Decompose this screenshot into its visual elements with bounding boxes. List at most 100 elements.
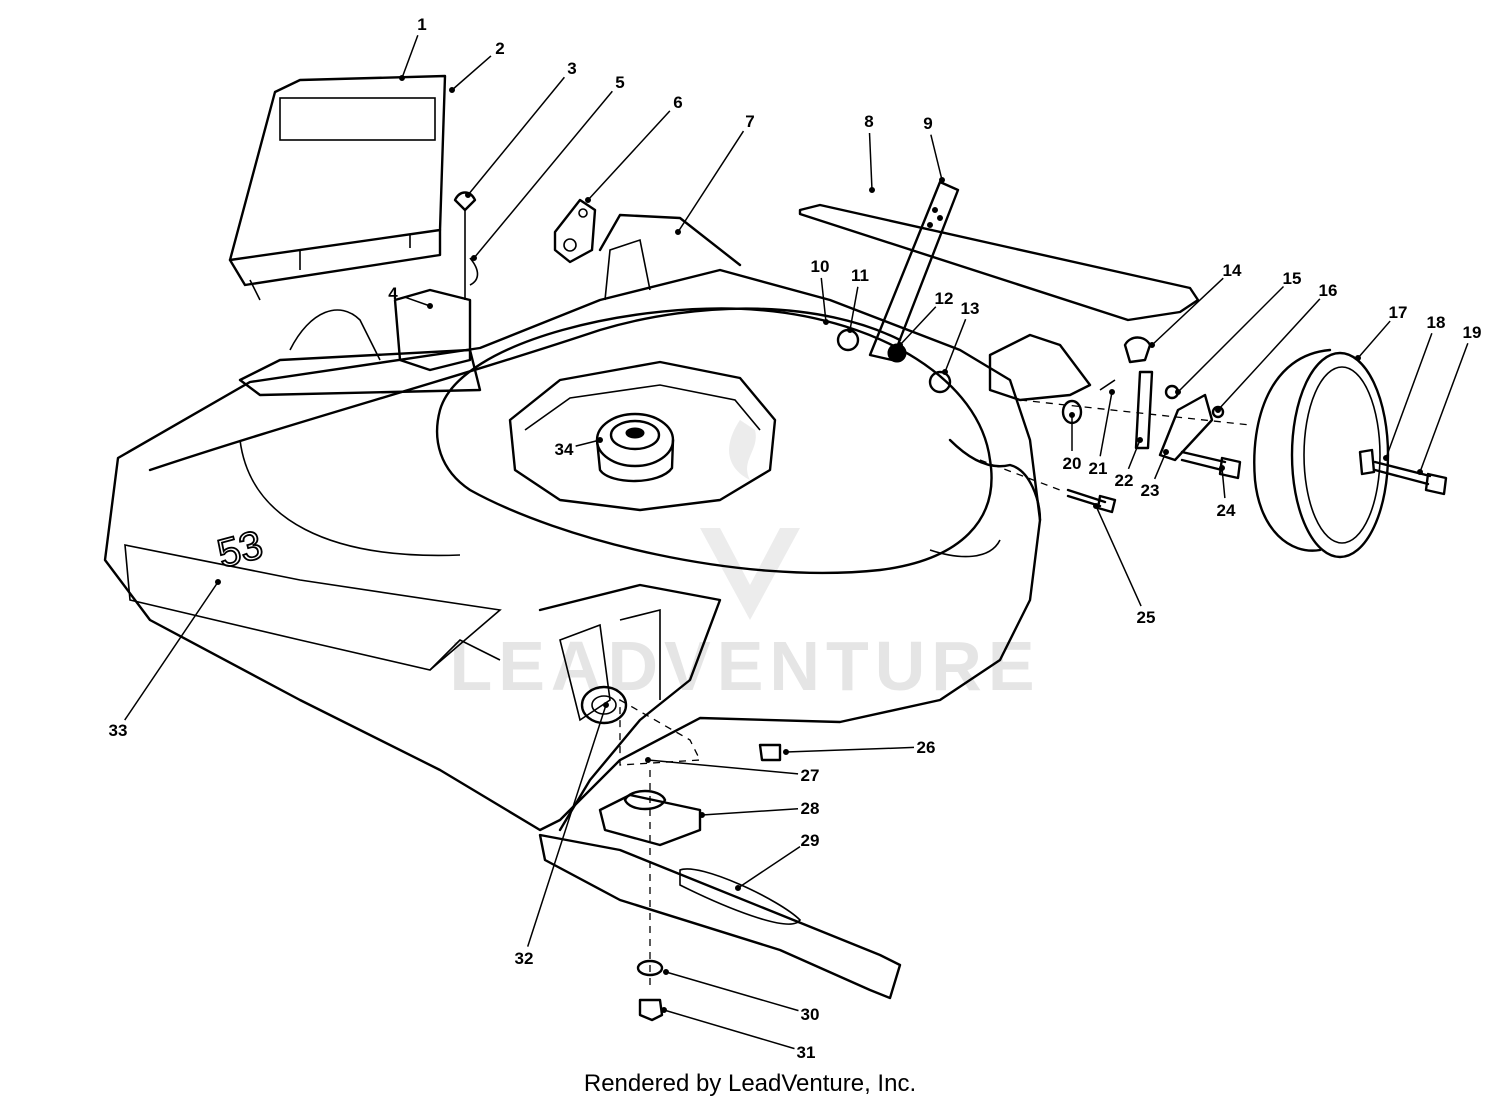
leader-dot bbox=[897, 342, 903, 348]
callout-number: 14 bbox=[1223, 261, 1242, 280]
leader-line bbox=[930, 134, 943, 181]
callout-number: 5 bbox=[615, 73, 624, 92]
leader-line bbox=[849, 286, 859, 331]
callout-number: 13 bbox=[961, 299, 980, 318]
leader-line bbox=[663, 1009, 795, 1050]
callout-number: 16 bbox=[1319, 281, 1338, 300]
leader-dot bbox=[735, 885, 741, 891]
callout-25: 25 bbox=[1093, 503, 1155, 627]
watermark-logo-mark bbox=[700, 420, 800, 620]
leader-line bbox=[785, 746, 915, 753]
callout-number: 3 bbox=[567, 59, 576, 78]
callout-number: 17 bbox=[1389, 303, 1408, 322]
callout-2: 2 bbox=[449, 39, 505, 93]
callout-9: 9 bbox=[923, 114, 945, 183]
callout-number: 23 bbox=[1141, 481, 1160, 500]
leader-dot bbox=[675, 229, 681, 235]
callout-27: 27 bbox=[645, 757, 820, 785]
leader-line bbox=[820, 277, 827, 323]
callout-number: 6 bbox=[673, 93, 682, 112]
callout-number: 20 bbox=[1063, 454, 1082, 473]
callout-number: 27 bbox=[801, 766, 820, 785]
leader-line bbox=[1419, 342, 1469, 473]
leader-line bbox=[467, 76, 565, 196]
mower-deck-housing: 53 bbox=[103, 213, 1042, 832]
callout-34: 34 bbox=[555, 437, 603, 459]
callout-14: 14 bbox=[1149, 261, 1242, 348]
leader-dot bbox=[1069, 412, 1075, 418]
callout-number: 15 bbox=[1283, 269, 1302, 288]
callout-28: 28 bbox=[699, 799, 820, 818]
leader-line bbox=[944, 318, 967, 373]
callout-11: 11 bbox=[847, 266, 869, 333]
leader-dot bbox=[1417, 469, 1423, 475]
callout-number: 7 bbox=[745, 112, 754, 131]
leader-dot bbox=[645, 757, 651, 763]
leader-dot bbox=[1215, 407, 1221, 413]
leader-line bbox=[1177, 285, 1285, 393]
leader-line bbox=[868, 132, 873, 191]
leader-line bbox=[1095, 505, 1142, 607]
leader-dot bbox=[823, 319, 829, 325]
callout-number: 11 bbox=[851, 266, 869, 285]
callout-33: 33 bbox=[109, 579, 221, 740]
watermark: LEADVENTURE bbox=[449, 420, 1035, 705]
callout-6: 6 bbox=[585, 93, 683, 203]
leader-dot bbox=[847, 327, 853, 333]
callout-15: 15 bbox=[1175, 269, 1302, 395]
leader-dot bbox=[1383, 455, 1389, 461]
callout-5: 5 bbox=[471, 73, 625, 261]
callout-16: 16 bbox=[1215, 281, 1338, 413]
callout-number: 8 bbox=[864, 112, 873, 131]
leader-line bbox=[587, 110, 671, 201]
callout-number: 26 bbox=[917, 738, 936, 757]
leader-line bbox=[401, 34, 419, 79]
callout-number: 12 bbox=[935, 289, 954, 308]
render-credit: Rendered by LeadVenture, Inc. bbox=[583, 1070, 917, 1097]
leader-line bbox=[526, 704, 607, 947]
leader-dot bbox=[1149, 342, 1155, 348]
leader-line bbox=[701, 808, 799, 816]
leader-line bbox=[1099, 391, 1113, 457]
leader-dot bbox=[1355, 355, 1361, 361]
callout-19: 19 bbox=[1417, 323, 1481, 475]
blade-assembly bbox=[538, 685, 902, 1022]
callout-number: 24 bbox=[1217, 501, 1236, 520]
callout-number: 32 bbox=[515, 949, 534, 968]
leader-dot bbox=[661, 1007, 667, 1013]
leader-dot bbox=[1109, 389, 1115, 395]
leader-dot bbox=[783, 749, 789, 755]
leader-line bbox=[1127, 439, 1141, 470]
callout-3: 3 bbox=[465, 59, 577, 198]
leader-dot bbox=[1219, 465, 1225, 471]
leader-dot bbox=[1093, 503, 1099, 509]
callout-32: 32 bbox=[515, 702, 609, 968]
callout-4: 4 bbox=[388, 284, 433, 309]
callout-number: 33 bbox=[109, 721, 128, 740]
leader-line bbox=[473, 90, 613, 259]
leader-line bbox=[677, 130, 745, 233]
leader-dot bbox=[869, 187, 875, 193]
callout-number: 29 bbox=[801, 831, 820, 850]
leader-dot bbox=[1137, 437, 1143, 443]
callout-10: 10 bbox=[811, 257, 830, 325]
leader-line bbox=[1217, 298, 1321, 411]
callout-13: 13 bbox=[942, 299, 980, 375]
rear-axle-assembly bbox=[798, 180, 1251, 514]
deck-size-decal: 53 bbox=[213, 523, 267, 577]
callout-number: 30 bbox=[801, 1005, 820, 1024]
callout-number: 28 bbox=[801, 799, 820, 818]
leader-dot bbox=[603, 702, 609, 708]
callout-number: 31 bbox=[797, 1043, 816, 1062]
leader-dot bbox=[399, 75, 405, 81]
rear-wheel bbox=[1253, 348, 1448, 559]
leader-line bbox=[1151, 277, 1224, 346]
callout-number: 10 bbox=[811, 257, 830, 276]
callout-number: 9 bbox=[923, 114, 932, 133]
callout-number: 1 bbox=[417, 15, 426, 34]
leader-dot bbox=[585, 197, 591, 203]
callout-20: 20 bbox=[1063, 412, 1082, 473]
leader-dot bbox=[597, 437, 603, 443]
